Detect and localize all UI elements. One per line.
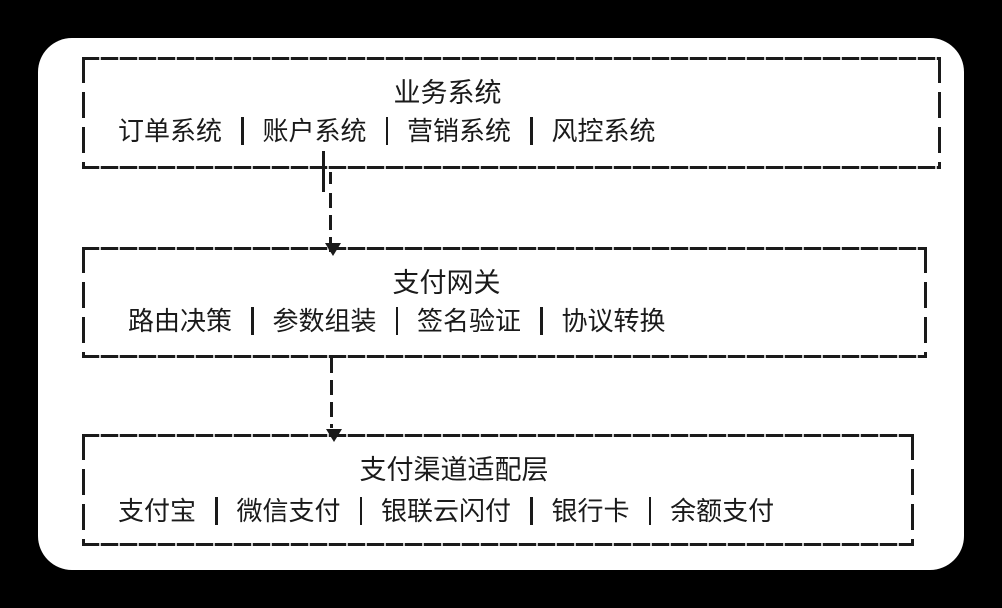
layer-item: 风控系统 bbox=[551, 116, 656, 146]
layer-item: 银行卡 bbox=[551, 496, 630, 526]
connector-1-dashed-line bbox=[329, 193, 332, 259]
layer-payment-gateway: 支付网关 路由决策 参数组装 签名验证 协议转换 bbox=[82, 247, 927, 358]
diagram-card: 业务系统 订单系统 账户系统 营销系统 风控系统 支付网关 路由决策 参数组装 … bbox=[38, 38, 964, 570]
item-divider bbox=[215, 497, 218, 525]
item-divider bbox=[648, 497, 652, 525]
connector-1-tick bbox=[322, 151, 325, 192]
layer-title: 支付渠道适配层 bbox=[359, 455, 549, 485]
layer-title: 业务系统 bbox=[393, 78, 502, 108]
item-divider bbox=[385, 117, 389, 145]
box-border-top bbox=[82, 247, 927, 250]
item-divider bbox=[395, 307, 399, 335]
box-border-bottom bbox=[82, 166, 941, 169]
layer-items: 订单系统 账户系统 营销系统 风控系统 bbox=[118, 115, 656, 147]
box-border-right bbox=[911, 434, 914, 546]
item-divider bbox=[540, 307, 543, 335]
layer-title: 支付网关 bbox=[392, 268, 501, 298]
layer-item: 参数组装 bbox=[272, 306, 377, 336]
box-border-top bbox=[82, 434, 914, 437]
layer-item: 签名验证 bbox=[417, 306, 522, 336]
connector-1-tick-short bbox=[329, 172, 332, 184]
layer-item: 余额支付 bbox=[670, 496, 775, 526]
box-border-left bbox=[82, 247, 85, 358]
item-divider bbox=[359, 497, 363, 525]
box-border-bottom bbox=[82, 355, 927, 358]
connector-2-dashed-line bbox=[330, 358, 333, 428]
layer-items: 支付宝 微信支付 银联云闪付 银行卡 余额支付 bbox=[118, 495, 774, 527]
layer-item: 支付宝 bbox=[118, 496, 197, 526]
item-divider bbox=[241, 117, 244, 145]
layer-item: 路由决策 bbox=[128, 306, 233, 336]
box-border-left bbox=[82, 57, 85, 169]
layer-item: 微信支付 bbox=[236, 496, 341, 526]
box-border-top bbox=[82, 57, 941, 60]
layer-item: 账户系统 bbox=[262, 116, 367, 146]
layer-items: 路由决策 参数组装 签名验证 协议转换 bbox=[128, 305, 666, 337]
box-border-left bbox=[82, 434, 85, 546]
box-border-bottom bbox=[82, 543, 914, 546]
layer-item: 订单系统 bbox=[118, 116, 223, 146]
box-border-right bbox=[938, 57, 941, 169]
box-border-right bbox=[924, 247, 927, 358]
layer-item: 协议转换 bbox=[561, 306, 666, 336]
item-divider bbox=[530, 117, 533, 145]
layer-item: 营销系统 bbox=[407, 116, 512, 146]
layer-channel-adapter: 支付渠道适配层 支付宝 微信支付 银联云闪付 银行卡 余额支付 bbox=[82, 434, 914, 546]
item-divider bbox=[530, 497, 533, 525]
layer-business-systems: 业务系统 订单系统 账户系统 营销系统 风控系统 bbox=[82, 57, 941, 169]
layer-item: 银联云闪付 bbox=[381, 496, 512, 526]
item-divider bbox=[251, 307, 254, 335]
